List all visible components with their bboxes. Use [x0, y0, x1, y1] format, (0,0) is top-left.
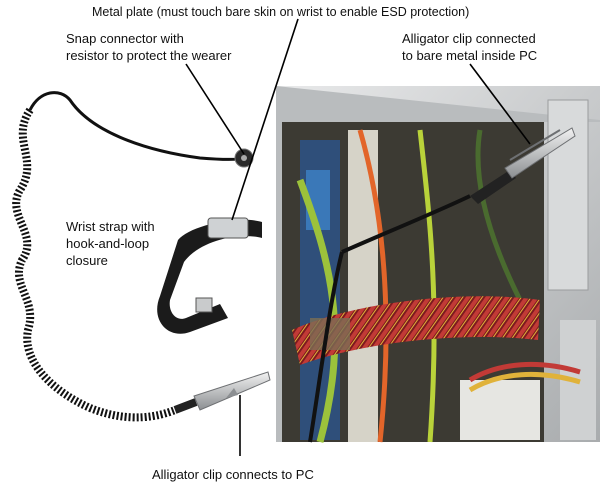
wrist-strap-band [157, 219, 262, 334]
alligator-clip-pc-label: Alligator clip connected to bare metal i… [402, 31, 538, 63]
cord-into-pc [308, 251, 344, 443]
power-wire-red [468, 362, 581, 383]
braided-sleeve [292, 296, 540, 365]
leader-metal-plate [231, 18, 299, 221]
snap-stud-icon [241, 155, 247, 161]
drive-bay [547, 99, 589, 291]
metal-plate-icon [207, 217, 249, 239]
strap-buckle-icon [195, 297, 213, 313]
clip-jaw-top [509, 129, 561, 161]
pc-alligator-clip [308, 127, 576, 443]
pc-interior-photo [276, 86, 600, 443]
leader-alligator-pc [469, 63, 531, 145]
metal-plate-label: Metal plate (must touch bare skin on wri… [92, 5, 470, 19]
dark-green-cable [475, 129, 523, 302]
straight-cord [28, 91, 245, 161]
clip-sleeve [470, 170, 516, 204]
yellow-cable [417, 129, 437, 443]
snap-connector-label: Snap connector with resistor to protect … [66, 31, 232, 63]
leader-snap-connector [185, 63, 245, 155]
clip-cord-pc [341, 194, 471, 254]
alligator-connects-label: Alligator clip connects to PC [152, 467, 314, 482]
clip-jaw [504, 127, 576, 179]
left-clip-sleeve [173, 398, 198, 414]
left-clip-teeth [226, 388, 238, 398]
power-wire-yellow [468, 372, 581, 393]
wrist-strap-assembly [12, 91, 271, 422]
orange-cable [357, 129, 389, 443]
leader-lines [185, 18, 531, 456]
wrist-strap-label: Wrist strap with hook-and-loop closure [66, 219, 155, 268]
